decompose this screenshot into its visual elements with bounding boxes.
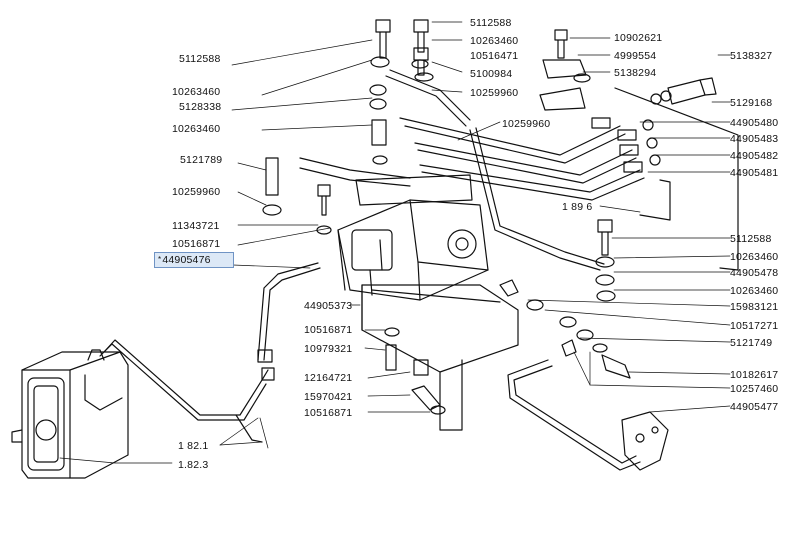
part-label-5121749: 5121749 <box>730 337 773 349</box>
part-label-44905373: 44905373 <box>304 300 353 312</box>
part-label-5121789: 5121789 <box>180 154 223 166</box>
part-label-44905482: 44905482 <box>730 150 779 162</box>
bolts-and-washers <box>262 19 631 415</box>
part-label-10516471: 10516471 <box>470 50 519 62</box>
part-label-5112588-right: 5112588 <box>730 233 772 245</box>
part-label-10257460: 10257460 <box>730 383 779 395</box>
part-label-5138327: 5138327 <box>730 50 773 62</box>
part-label-10516871-bottom: 10516871 <box>304 407 353 419</box>
part-label-10263460-left-1: 10263460 <box>172 86 221 98</box>
highlight-marker: * <box>158 255 162 264</box>
part-label-10516871-mid: 10516871 <box>304 324 353 336</box>
part-label-10517271: 10517271 <box>730 320 779 332</box>
part-label-15970421: 15970421 <box>304 391 353 403</box>
highlighted-part-44905476[interactable]: *44905476 <box>154 252 234 268</box>
part-label-44905480: 44905480 <box>730 117 779 129</box>
part-label-10979321: 10979321 <box>304 343 353 355</box>
part-label-5100984: 5100984 <box>470 68 513 80</box>
part-label-5129168: 5129168 <box>730 97 773 109</box>
part-label-10259960-mid: 10259960 <box>502 118 551 130</box>
part-label-5112588-top: 5112588 <box>470 17 512 29</box>
part-label-5138294: 5138294 <box>614 67 657 79</box>
part-label-10516871-left: 10516871 <box>172 238 221 250</box>
part-label-10263460-left-2: 10263460 <box>172 123 221 135</box>
highlighted-part-label: 44905476 <box>162 254 211 266</box>
part-label-10263460-right-2: 10263460 <box>730 285 779 297</box>
part-label-12164721: 12164721 <box>304 372 353 384</box>
part-label-10263460-top: 10263460 <box>470 35 519 47</box>
part-label-1-82-3: 1.82.3 <box>178 459 209 471</box>
part-label-5128338: 5128338 <box>179 101 222 113</box>
mounting-bracket <box>361 284 519 431</box>
part-label-10182617: 10182617 <box>730 369 779 381</box>
part-label-10263460-right-1: 10263460 <box>730 251 779 263</box>
part-label-44905478: 44905478 <box>730 267 779 279</box>
part-label-1-82-1: 1 82.1 <box>178 440 209 452</box>
part-label-10902621: 10902621 <box>614 32 663 44</box>
quick-coupling <box>650 77 717 105</box>
part-label-44905483: 44905483 <box>730 133 779 145</box>
pump-pipes <box>99 262 321 443</box>
return-pipe <box>507 359 669 471</box>
pressure-pipes <box>299 69 645 271</box>
part-label-10259960-top: 10259960 <box>470 87 519 99</box>
leader-lines <box>59 21 731 464</box>
cover-plate <box>614 87 739 271</box>
part-label-15983121: 15983121 <box>730 301 779 313</box>
part-label-44905477: 44905477 <box>730 401 779 413</box>
part-label-10259960-left: 10259960 <box>172 186 221 198</box>
part-label-11343721: 11343721 <box>172 220 220 232</box>
control-valve-block <box>337 174 489 301</box>
part-label-1896: 1 89 6 <box>562 201 593 213</box>
hydraulic-pump <box>11 349 129 479</box>
part-label-4999554: 4999554 <box>614 50 657 62</box>
part-label-44905481: 44905481 <box>730 167 779 179</box>
part-label-5112588-left: 5112588 <box>179 53 221 65</box>
